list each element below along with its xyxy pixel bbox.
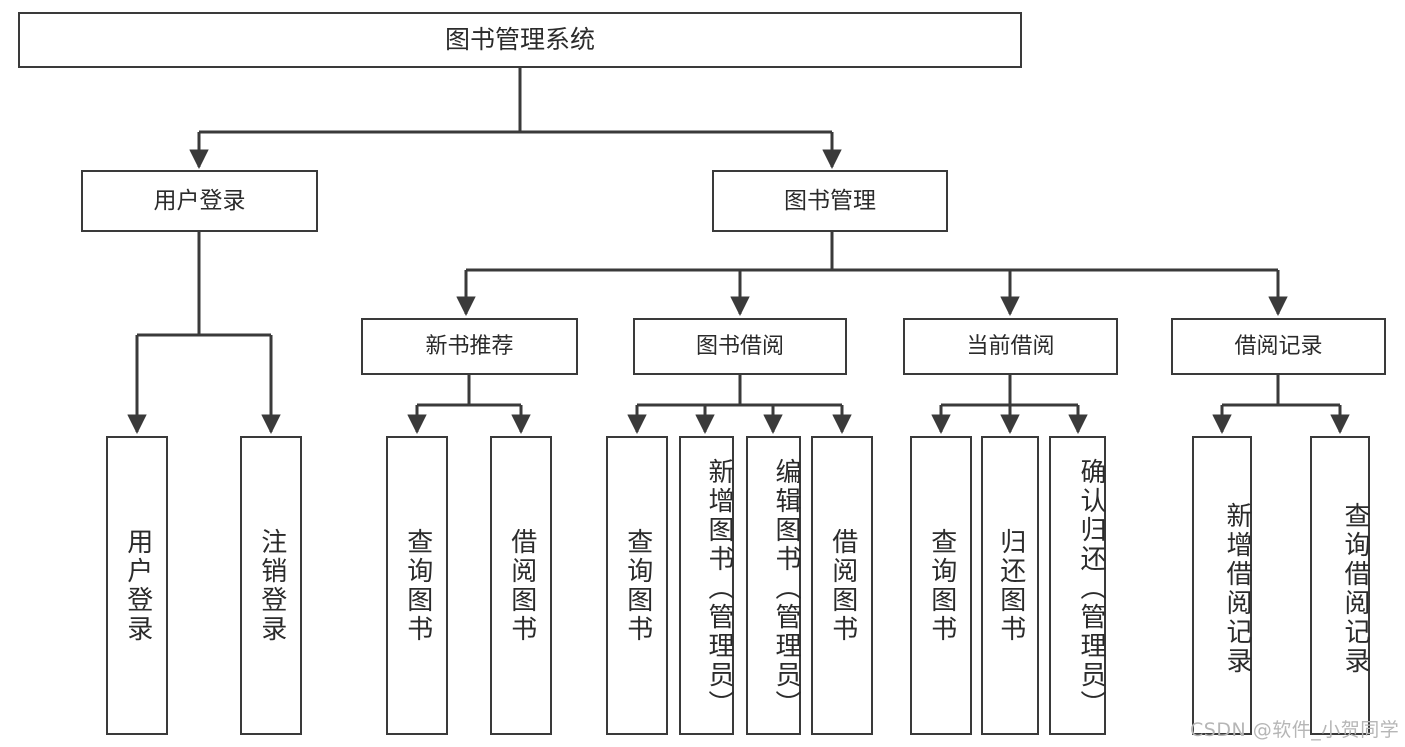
node-user-login[interactable]: 用户登录 bbox=[81, 170, 318, 232]
leaf-borrow-record-add-record[interactable]: 新增借阅记录 bbox=[1192, 436, 1252, 735]
leaf-user-login-login[interactable]: 用户登录 bbox=[106, 436, 168, 735]
node-root-system[interactable]: 图书管理系统 bbox=[18, 12, 1022, 68]
leaf-book-borrow-query-book[interactable]: 查询图书 bbox=[606, 436, 668, 735]
leaf-user-login-logout[interactable]: 注销登录 bbox=[240, 436, 302, 735]
leaf-new-book-borrow-book[interactable]: 借阅图书 bbox=[490, 436, 552, 735]
node-borrow-record[interactable]: 借阅记录 bbox=[1171, 318, 1386, 375]
node-book-management[interactable]: 图书管理 bbox=[712, 170, 948, 232]
leaf-book-borrow-add-book-admin[interactable]: 新增图书（管理员） bbox=[679, 436, 734, 735]
node-book-borrow[interactable]: 图书借阅 bbox=[633, 318, 847, 375]
leaf-borrow-record-query-record[interactable]: 查询借阅记录 bbox=[1310, 436, 1370, 735]
leaf-book-borrow-edit-book-admin[interactable]: 编辑图书（管理员） bbox=[746, 436, 801, 735]
node-current-borrow[interactable]: 当前借阅 bbox=[903, 318, 1118, 375]
node-new-book-recommend[interactable]: 新书推荐 bbox=[361, 318, 578, 375]
leaf-book-borrow-borrow-book[interactable]: 借阅图书 bbox=[811, 436, 873, 735]
leaf-current-borrow-return-book[interactable]: 归还图书 bbox=[981, 436, 1039, 735]
leaf-current-borrow-query-book[interactable]: 查询图书 bbox=[910, 436, 972, 735]
leaf-current-borrow-confirm-return-admin[interactable]: 确认归还（管理员） bbox=[1049, 436, 1106, 735]
leaf-new-book-query-book[interactable]: 查询图书 bbox=[386, 436, 448, 735]
